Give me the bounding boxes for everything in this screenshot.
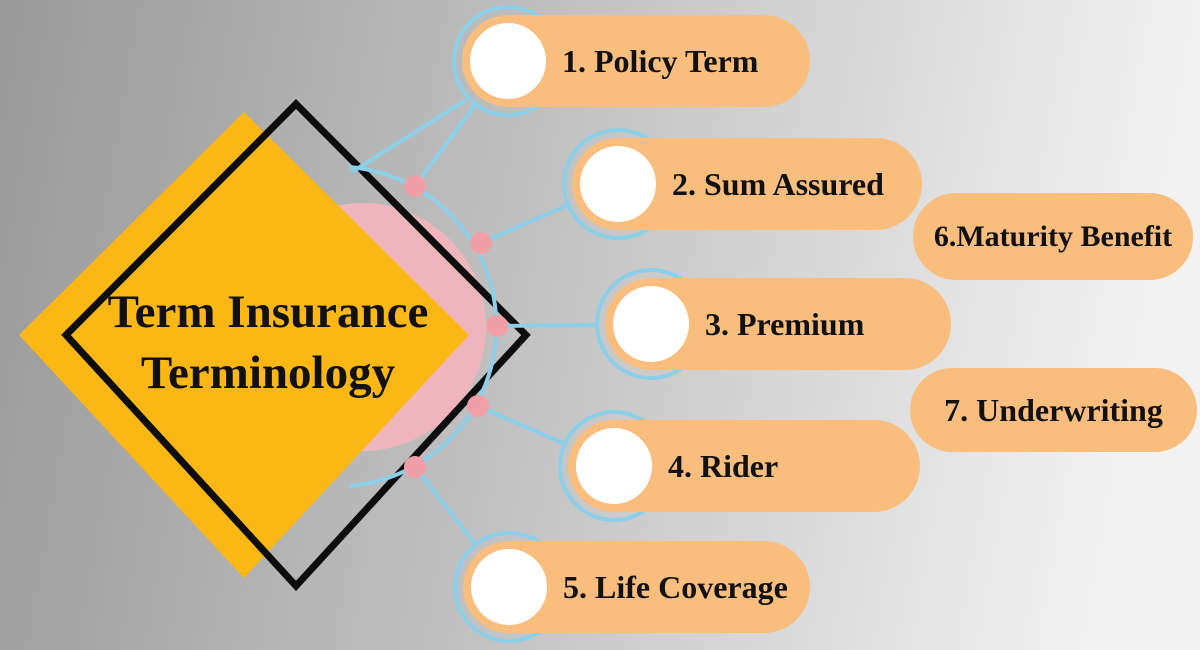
diagram-title-line1: Term Insurance — [107, 286, 429, 338]
term-pill-premium: 3. Premium — [605, 278, 951, 370]
connector-rider — [477, 404, 566, 446]
diagram-title: Term Insurance Terminology — [92, 282, 444, 404]
connector-tip-policy-term — [350, 98, 468, 174]
bullet-circle — [471, 549, 547, 625]
bullet-circle — [580, 146, 656, 222]
node-dot-4 — [467, 395, 489, 417]
bullet-circle — [613, 286, 689, 362]
node-dot-1 — [404, 175, 426, 197]
term-pill-maturity-benefit: 6.Maturity Benefit — [913, 193, 1193, 280]
node-dot-5 — [404, 456, 426, 478]
arc-nodes — [404, 175, 508, 478]
diagram-title-line2: Terminology — [140, 347, 396, 399]
term-label: 3. Premium — [705, 306, 865, 342]
term-label: 6.Maturity Benefit — [933, 220, 1173, 253]
connector-lines — [350, 98, 598, 547]
term-pill-life-coverage: 5. Life Coverage — [463, 541, 810, 633]
bullet-circle — [576, 428, 652, 504]
term-label: 2. Sum Assured — [672, 166, 884, 202]
bullet-circle — [470, 23, 546, 99]
term-label: 4. Rider — [668, 448, 779, 484]
connector-life-coverage — [413, 465, 478, 547]
term-pill-policy-term: 1. Policy Term — [462, 15, 810, 107]
term-pill-sum-assured: 2. Sum Assured — [572, 138, 922, 230]
term-pill-underwriting: 7. Underwriting — [910, 368, 1197, 452]
diamond-outline — [61, 99, 531, 592]
node-dot-3 — [486, 315, 508, 337]
term-label: 7. Underwriting — [944, 392, 1163, 428]
term-label: 5. Life Coverage — [563, 569, 788, 605]
term-pill-rider: 4. Rider — [568, 420, 920, 512]
node-dot-2 — [470, 232, 492, 254]
connector-sum-assured — [480, 203, 569, 245]
connector-policy-term — [413, 103, 477, 188]
term-label: 1. Policy Term — [562, 43, 759, 79]
diamond-yellow — [19, 112, 469, 578]
connector-premium — [496, 323, 598, 328]
